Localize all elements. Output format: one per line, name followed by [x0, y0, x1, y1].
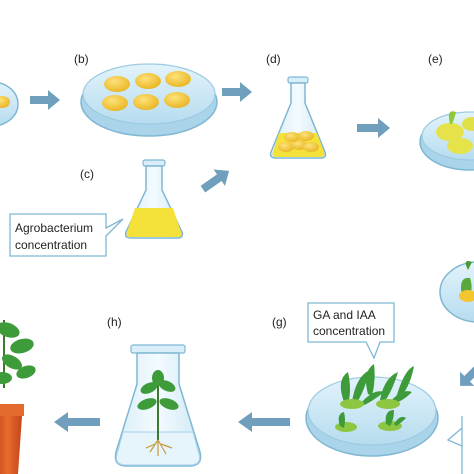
dish-b [80, 63, 218, 137]
step-label-e: (e) [428, 52, 443, 66]
dish-g [305, 364, 439, 457]
callout-fragment [446, 416, 463, 474]
dish-a [0, 82, 19, 126]
flask-d [269, 76, 327, 159]
dish-f [439, 261, 474, 323]
flower-pot [0, 320, 36, 474]
arrow-icon [238, 412, 290, 432]
arrow-icon [30, 90, 60, 110]
ga-iaa-callout: GA and IAA concentration [307, 302, 395, 360]
callout-agro-line2: concentration [15, 238, 87, 252]
step-label-b: (b) [74, 52, 89, 66]
callout-ga-line1: GA and IAA [313, 308, 376, 322]
step-label-g: (g) [272, 315, 287, 329]
dish-e [419, 111, 474, 171]
step-label-d: (d) [266, 52, 281, 66]
agrobacterium-callout: Agrobacterium concentration [9, 213, 124, 257]
arrow-icon [54, 412, 100, 432]
arrow-icon [357, 118, 390, 138]
arrow-icon [222, 82, 252, 102]
arrow-icon [200, 169, 230, 193]
callout-ga-line2: concentration [313, 324, 385, 338]
arrow-icon [460, 364, 474, 386]
flask-h [114, 344, 202, 467]
step-label-c: (c) [80, 167, 94, 181]
callout-agro-line1: Agrobacterium [15, 221, 93, 235]
step-label-h: (h) [107, 315, 122, 329]
flask-c [124, 159, 184, 239]
